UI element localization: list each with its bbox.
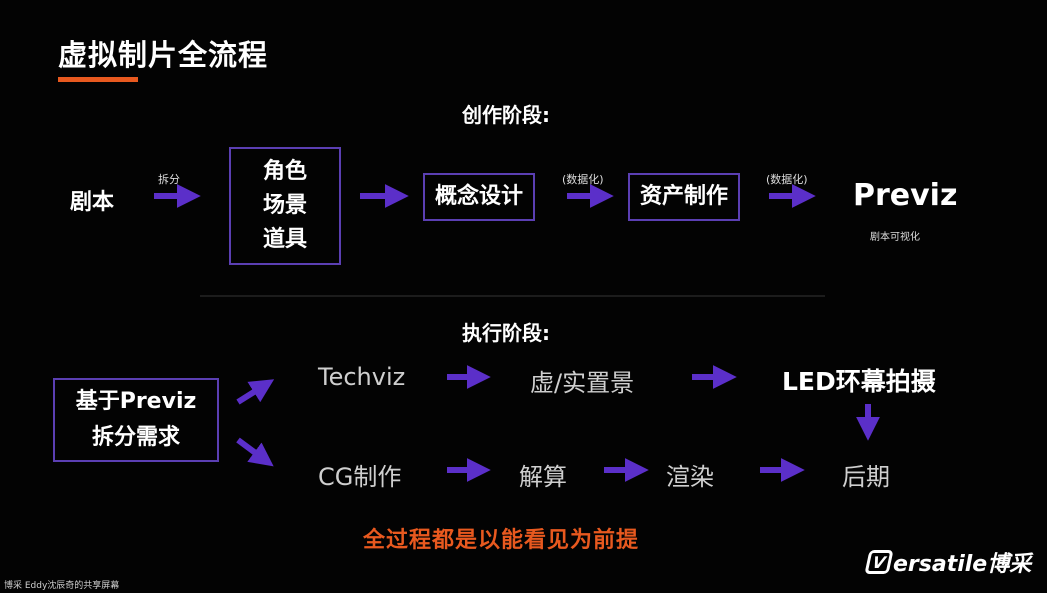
screen-share-watermark: 博采 Eddy沈辰奇的共享屏幕 (4, 581, 120, 591)
logo-text: ersatile博采 (893, 552, 1032, 577)
virtual-real-set-node: 虚/实置景 (530, 369, 635, 397)
logo-mark-icon: V (864, 550, 894, 574)
script-node: 剧本 (70, 190, 115, 215)
asset-production-box: 资产制作 (628, 173, 740, 221)
digitize-label-2: (数据化) (766, 173, 808, 186)
techviz-node: Techviz (318, 363, 406, 391)
slide-title: 虚拟制片全流程 (58, 38, 269, 72)
cg-production-node: CG制作 (318, 463, 402, 491)
concept-design-box: 概念设计 (423, 173, 535, 221)
versatile-logo: V ersatile博采 (864, 546, 1032, 578)
element-scene: 场景 (262, 193, 307, 218)
split-label: 拆分 (158, 173, 180, 186)
previz-requirements-box: 基于Previz 拆分需求 (53, 378, 219, 462)
led-shooting-node: LED环幕拍摄 (782, 367, 936, 396)
elements-box: 角色 场景 道具 (229, 147, 341, 265)
requirements-line-2: 拆分需求 (91, 425, 180, 450)
solve-node: 解算 (519, 463, 567, 491)
phase-divider (200, 295, 825, 297)
requirements-line-1: 基于Previz (75, 389, 197, 414)
previz-subtitle: 剧本可视化 (870, 232, 920, 243)
element-prop: 道具 (262, 227, 307, 252)
arrow-source-to-cg (236, 437, 274, 467)
previz-node: Previz (853, 178, 958, 213)
element-character: 角色 (262, 159, 307, 184)
conclusion-text: 全过程都是以能看见为前提 (363, 528, 640, 553)
render-node: 渲染 (666, 463, 714, 491)
creation-heading: 创作阶段: (462, 103, 550, 127)
digitize-label-1: (数据化) (562, 173, 604, 186)
title-underline (58, 77, 138, 82)
execution-heading: 执行阶段: (462, 321, 550, 345)
post-production-node: 后期 (842, 463, 890, 491)
arrow-source-to-techviz (236, 379, 275, 405)
